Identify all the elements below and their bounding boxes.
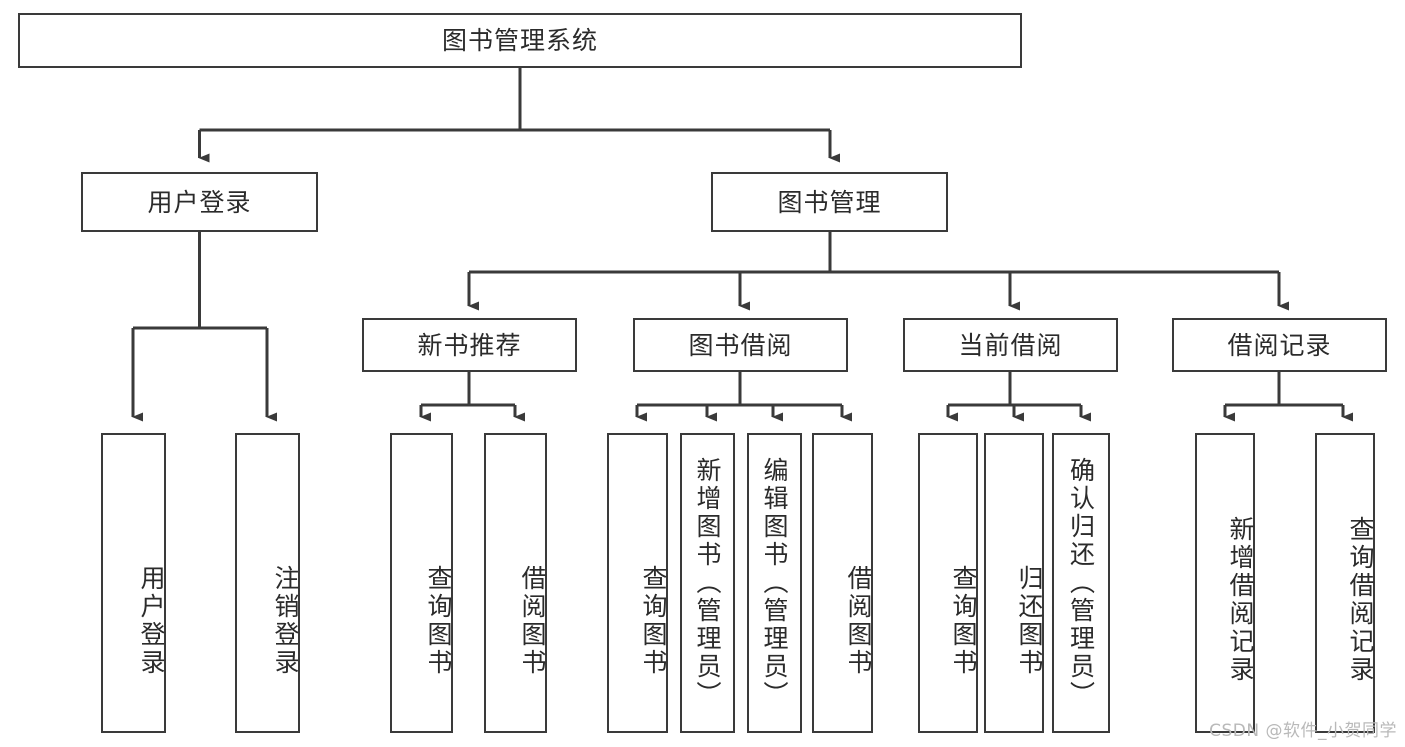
node-label: 新增图书（管理员） xyxy=(693,457,722,709)
leaf-borrow-add-book-admin[interactable]: 新增图书（管理员） xyxy=(680,433,735,733)
node-label: 借阅图书 xyxy=(518,565,547,677)
node-label: 编辑图书（管理员） xyxy=(760,457,789,709)
node-label: 确认归还（管理员） xyxy=(1066,457,1096,709)
node-label: 借阅记录 xyxy=(1227,330,1332,360)
node-label: 新书推荐 xyxy=(417,330,522,360)
leaf-new-book-query-books[interactable]: 查询图书 xyxy=(390,433,453,733)
leaf-user-login-logout[interactable]: 注销登录 xyxy=(235,433,300,733)
node-label: 查询图书 xyxy=(949,565,978,677)
node-label: 归还图书 xyxy=(1015,565,1044,677)
node-label: 注销登录 xyxy=(271,565,300,677)
node-label: 查询图书 xyxy=(639,565,668,677)
node-book-management[interactable]: 图书管理 xyxy=(711,172,948,232)
node-user-login[interactable]: 用户登录 xyxy=(81,172,318,232)
node-new-book-recommendation[interactable]: 新书推荐 xyxy=(362,318,577,372)
node-label: 图书管理系统 xyxy=(441,26,598,55)
node-label: 图书借阅 xyxy=(688,330,793,360)
leaf-user-login-login[interactable]: 用户登录 xyxy=(101,433,166,733)
csdn-watermark: CSDN @软件_小贺同学 xyxy=(1209,721,1397,741)
node-root-book-management-system[interactable]: 图书管理系统 xyxy=(18,13,1022,68)
node-label: 借阅图书 xyxy=(844,565,873,677)
node-book-borrowing[interactable]: 图书借阅 xyxy=(633,318,848,372)
leaf-borrow-query-books[interactable]: 查询图书 xyxy=(607,433,668,733)
node-label: 查询借阅记录 xyxy=(1346,516,1375,684)
node-label: 当前借阅 xyxy=(958,330,1063,360)
leaf-record-add-borrow-record[interactable]: 新增借阅记录 xyxy=(1195,433,1255,733)
leaf-current-query-books[interactable]: 查询图书 xyxy=(918,433,978,733)
node-borrowing-record[interactable]: 借阅记录 xyxy=(1172,318,1387,372)
node-label: 查询图书 xyxy=(424,565,453,677)
leaf-current-return-books[interactable]: 归还图书 xyxy=(984,433,1044,733)
node-label: 用户登录 xyxy=(137,565,166,677)
node-label: 图书管理 xyxy=(777,187,882,217)
leaf-record-query-borrow-record[interactable]: 查询借阅记录 xyxy=(1315,433,1375,733)
node-label: 用户登录 xyxy=(147,187,252,217)
leaf-new-book-borrow-books[interactable]: 借阅图书 xyxy=(484,433,547,733)
leaf-current-confirm-return-admin[interactable]: 确认归还（管理员） xyxy=(1052,433,1110,733)
leaf-borrow-edit-book-admin[interactable]: 编辑图书（管理员） xyxy=(747,433,802,733)
node-label: 新增借阅记录 xyxy=(1226,516,1255,684)
leaf-borrow-borrow-books[interactable]: 借阅图书 xyxy=(812,433,873,733)
node-current-borrowing[interactable]: 当前借阅 xyxy=(903,318,1118,372)
